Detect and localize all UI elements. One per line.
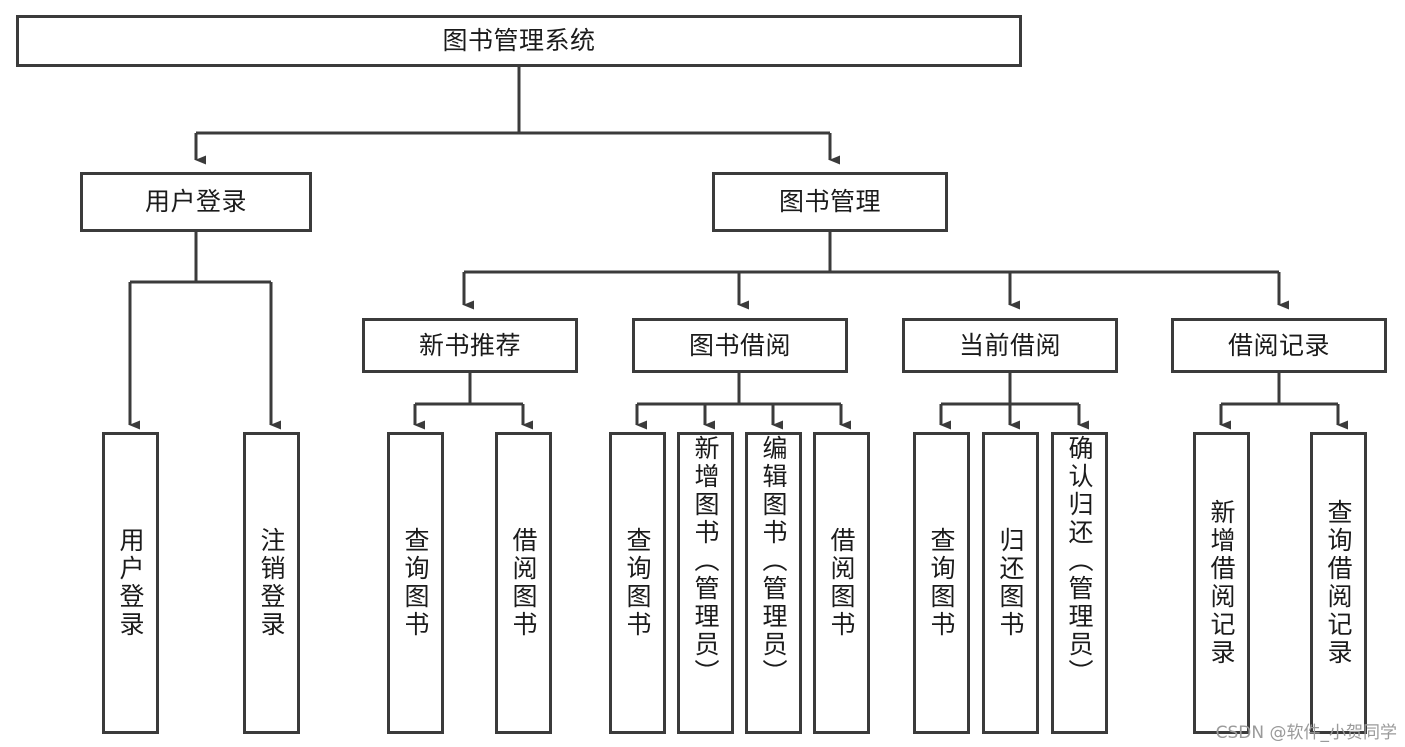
- node-label: 查询图书: [927, 527, 956, 639]
- node-label: 当前借阅: [958, 330, 1061, 360]
- leaf-logout[interactable]: 注销登录: [243, 432, 300, 734]
- node-label: 新增图书（管理员）: [691, 435, 720, 687]
- node-label: 查询图书: [401, 527, 430, 639]
- node-current-borrow[interactable]: 当前借阅: [902, 318, 1118, 373]
- leaf-borrow-book-1[interactable]: 借阅图书: [495, 432, 552, 734]
- leaf-query-book-1[interactable]: 查询图书: [387, 432, 444, 734]
- node-label: 借阅图书: [509, 527, 538, 639]
- node-label: 图书借阅: [688, 330, 791, 360]
- node-label: 新增借阅记录: [1207, 499, 1236, 667]
- node-borrow-record[interactable]: 借阅记录: [1171, 318, 1387, 373]
- node-label: 图书管理: [778, 187, 881, 217]
- node-label: 编辑图书（管理员）: [759, 435, 788, 687]
- node-book-management[interactable]: 图书管理: [712, 172, 948, 232]
- node-label: 图书管理系统: [442, 26, 596, 56]
- node-new-book-recommend[interactable]: 新书推荐: [362, 318, 578, 373]
- leaf-query-book-2[interactable]: 查询图书: [609, 432, 666, 734]
- node-label: 借阅图书: [827, 527, 856, 639]
- watermark-text: CSDN @软件_小贺同学: [1215, 723, 1397, 743]
- node-user-login[interactable]: 用户登录: [80, 172, 312, 232]
- node-label: 注销登录: [257, 527, 286, 639]
- node-label: 归还图书: [996, 527, 1025, 639]
- leaf-borrow-book-2[interactable]: 借阅图书: [813, 432, 870, 734]
- node-label: 借阅记录: [1227, 330, 1330, 360]
- leaf-query-borrow-record[interactable]: 查询借阅记录: [1310, 432, 1367, 734]
- leaf-user-login[interactable]: 用户登录: [102, 432, 159, 734]
- node-label: 查询图书: [623, 527, 652, 639]
- node-root-system[interactable]: 图书管理系统: [16, 15, 1022, 67]
- leaf-add-book-admin[interactable]: 新增图书（管理员）: [677, 432, 734, 734]
- node-label: 确认归还（管理员）: [1065, 435, 1094, 687]
- node-book-borrow[interactable]: 图书借阅: [632, 318, 848, 373]
- leaf-query-book-3[interactable]: 查询图书: [913, 432, 970, 734]
- node-label: 新书推荐: [418, 330, 521, 360]
- leaf-return-book[interactable]: 归还图书: [982, 432, 1039, 734]
- leaf-add-borrow-record[interactable]: 新增借阅记录: [1193, 432, 1250, 734]
- node-label: 用户登录: [116, 527, 145, 639]
- node-label: 查询借阅记录: [1324, 499, 1353, 667]
- leaf-edit-book-admin[interactable]: 编辑图书（管理员）: [745, 432, 802, 734]
- node-label: 用户登录: [144, 187, 247, 217]
- leaf-confirm-return-admin[interactable]: 确认归还（管理员）: [1051, 432, 1108, 734]
